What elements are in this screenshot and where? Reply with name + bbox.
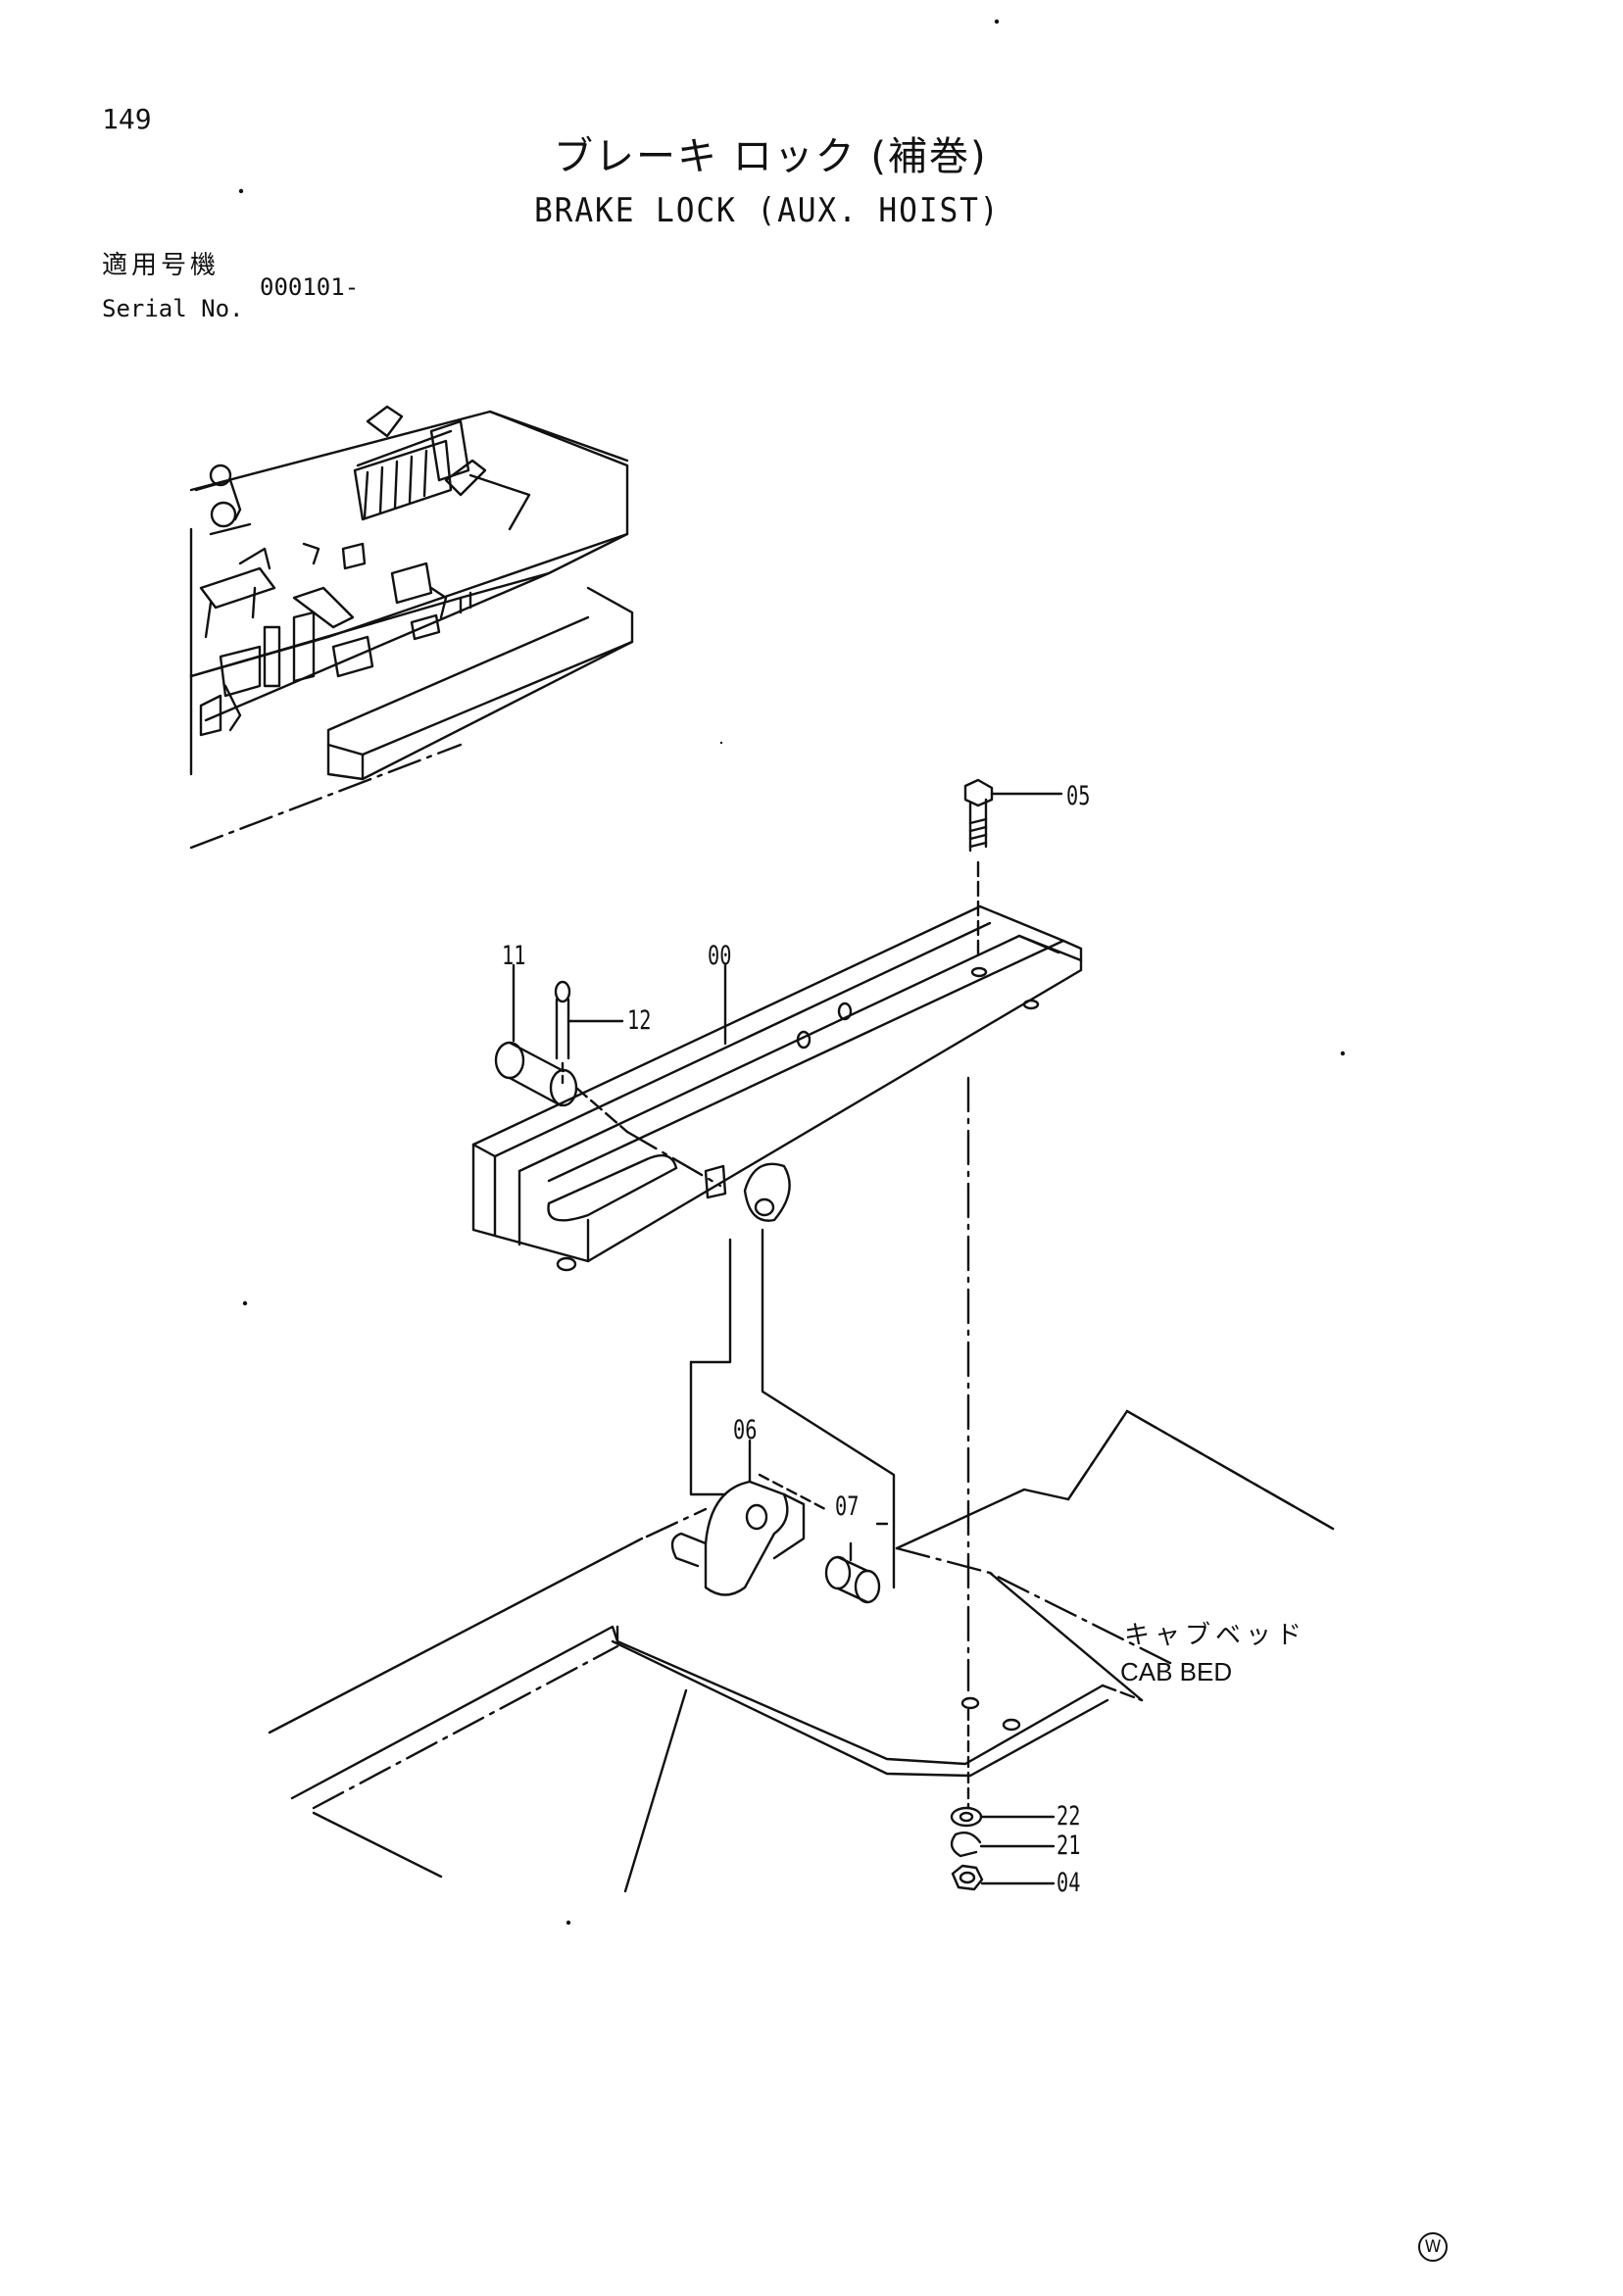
bracket-00 — [471, 741, 1083, 1272]
serial-label-english: Serial No. — [102, 295, 244, 322]
callout-04: 04 — [1057, 1868, 1081, 1898]
serial-label-japanese: 適用号機 — [102, 251, 221, 280]
callout-06: 06 — [733, 1415, 758, 1445]
callout-12: 12 — [627, 1005, 652, 1036]
page-number: 149 — [102, 103, 152, 135]
callout-00: 00 — [708, 941, 732, 971]
callout-21: 21 — [1057, 1831, 1081, 1861]
cab-bed-label-japanese: キャブベッド — [1124, 1621, 1307, 1650]
bolt-05 — [963, 778, 1063, 957]
bushing-07 — [824, 1522, 889, 1604]
callout-11: 11 — [502, 941, 526, 971]
nut-04 — [951, 1864, 1056, 1891]
serial-number-value: 000101- — [260, 273, 360, 301]
callout-07: 07 — [835, 1491, 860, 1522]
page-corner-mark: W — [1418, 2232, 1448, 2262]
cab-bed-plate — [268, 1076, 1335, 1893]
page-title-japanese: ブレーキ ロック (補巻) — [554, 134, 988, 179]
callout-22: 22 — [1057, 1801, 1081, 1832]
washer-22 — [950, 1806, 1056, 1828]
lock-plate — [689, 1228, 896, 1589]
cotter-pin-12 — [554, 980, 624, 1085]
lock-arm-06 — [670, 1439, 827, 1596]
callout-05: 05 — [1066, 781, 1091, 811]
page-title-english: BRAKE LOCK (AUX. HOIST) — [534, 191, 1001, 230]
spring-washer-21 — [950, 1832, 1056, 1858]
cab-bed-label-english: CAB BED — [1120, 1657, 1233, 1686]
lever-console-context-view — [189, 405, 634, 850]
